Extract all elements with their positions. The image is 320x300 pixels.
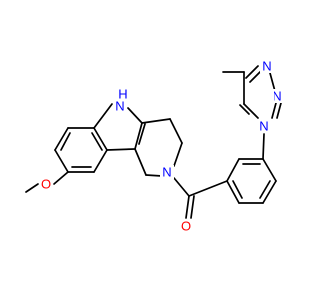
methoxy-group xyxy=(25,171,69,193)
molecule-canvas: H N O N O N N N xyxy=(25,58,282,234)
atom-tetrazole-n3: N xyxy=(260,59,274,74)
tetrazole-n2-label: N xyxy=(272,89,281,104)
molecule-structure: H N O N O N N N xyxy=(25,58,282,234)
atom-tetrazole-n1: N xyxy=(257,119,271,134)
indole-nitrogen-label: N xyxy=(115,99,124,114)
methoxy-oxygen-label: O xyxy=(41,177,51,192)
benzene-ring-indole xyxy=(54,127,108,173)
atom-methoxy-oxygen: O xyxy=(39,177,53,192)
tetrazole-ring xyxy=(222,65,282,160)
tetrazole-n1-label: N xyxy=(259,119,268,134)
phenyl-ring xyxy=(226,158,277,204)
atom-tetrazole-n4 xyxy=(260,89,274,103)
atom-amide-nitrogen: N xyxy=(160,165,174,180)
tetrazole-n3-label: N xyxy=(262,59,271,74)
carbonyl-oxygen-label: O xyxy=(181,219,191,234)
atom-nh-hydrogen: H xyxy=(116,87,130,102)
nh-hydrogen-label: H xyxy=(118,87,127,102)
piperidine-ring xyxy=(134,118,183,177)
amide-nitrogen-label: N xyxy=(162,165,171,180)
atom-indole-nitrogen: N xyxy=(113,99,127,114)
pyrrole-ring xyxy=(93,103,146,151)
amide-linker xyxy=(173,177,228,219)
atom-carbonyl-oxygen: O xyxy=(179,219,193,234)
